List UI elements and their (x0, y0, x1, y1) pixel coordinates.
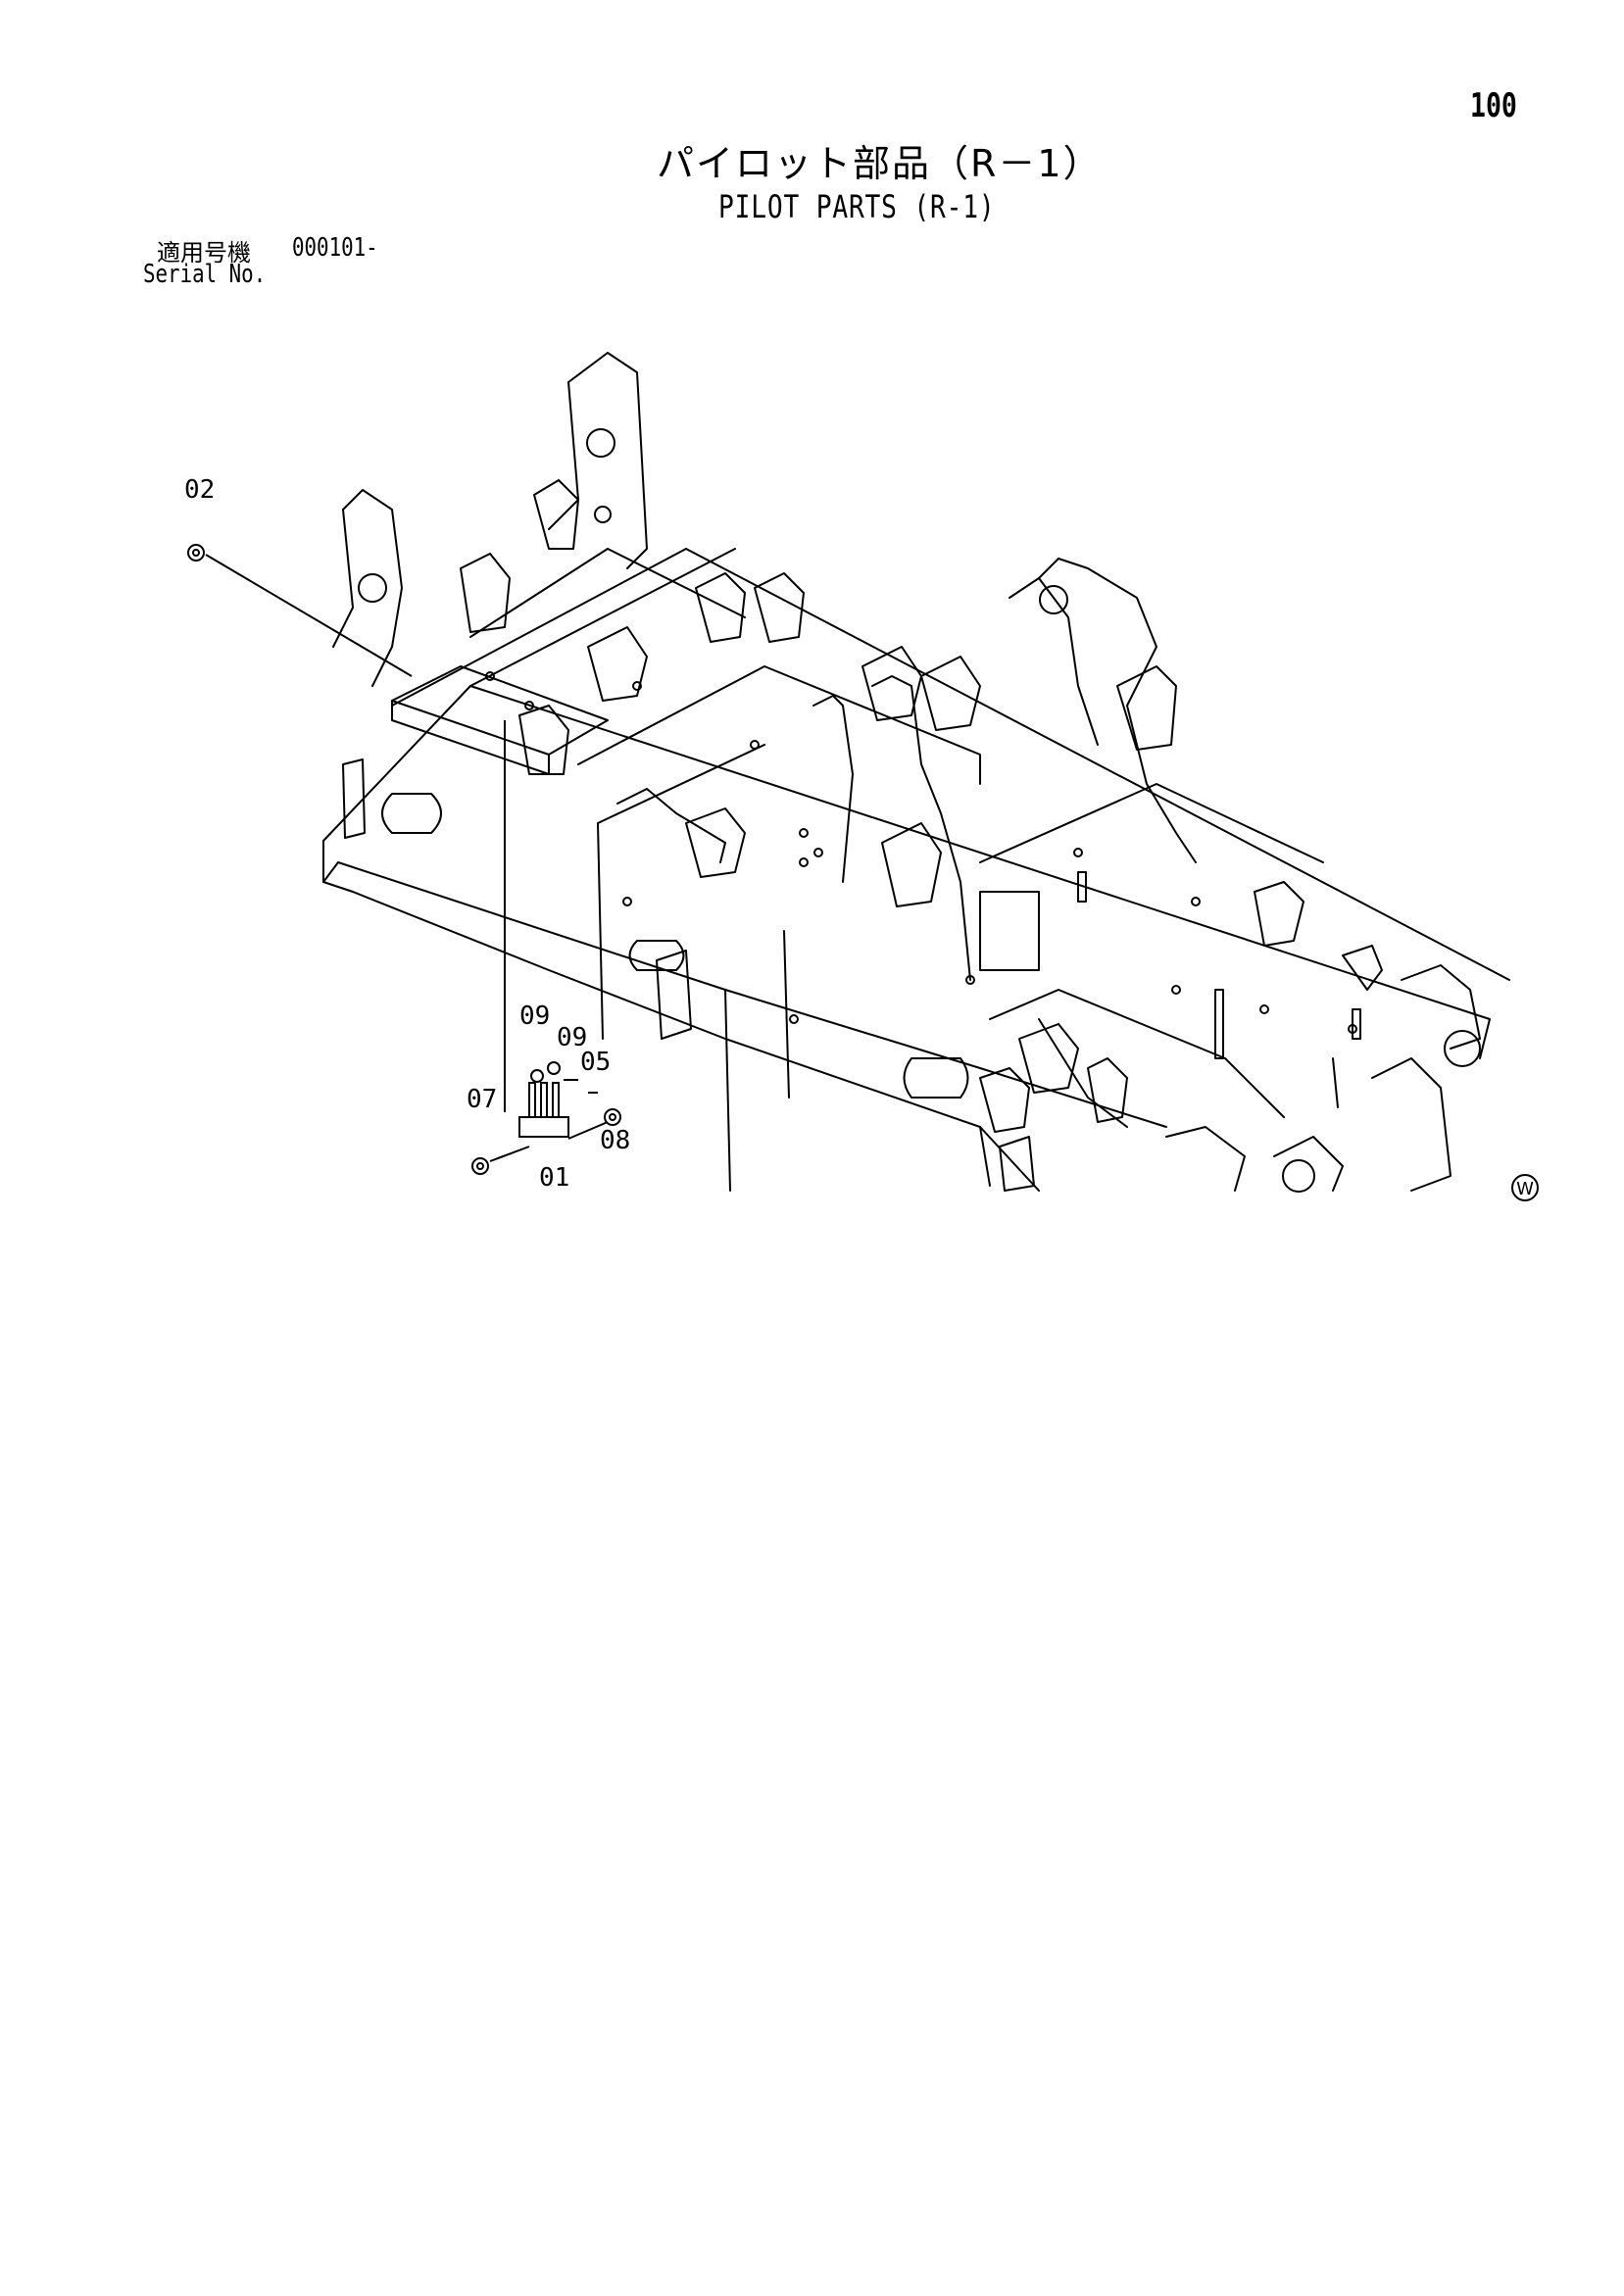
callout-09-right: 09 (557, 1023, 587, 1052)
frame-drawing (322, 352, 1510, 1193)
serial-label-japanese: 適用号機 (157, 239, 251, 267)
callout-09-left: 09 (519, 1001, 550, 1031)
callout-07: 07 (467, 1085, 497, 1114)
bolt-07 (471, 1157, 489, 1175)
washers-09 (530, 1061, 561, 1083)
callout-02: 02 (184, 475, 215, 505)
callout-05: 05 (580, 1048, 611, 1077)
callout-01: 01 (539, 1163, 569, 1193)
page-title-english: PILOT PARTS (R-1) (718, 188, 996, 225)
serial-label-english: Serial No. (143, 260, 267, 289)
circled-mark: W (1511, 1174, 1539, 1201)
nut-08 (604, 1108, 621, 1126)
callout-leaders (205, 554, 609, 1162)
circled-mark-letter: W (1516, 1179, 1534, 1199)
bracket-assembly (518, 1082, 569, 1138)
page-title-japanese: パイロット部品（R－1） (657, 142, 1103, 185)
bolt-02 (187, 544, 205, 562)
serial-number-value: 000101- (292, 233, 378, 263)
callout-08: 08 (600, 1126, 630, 1155)
page-number: 100 (1470, 86, 1517, 125)
